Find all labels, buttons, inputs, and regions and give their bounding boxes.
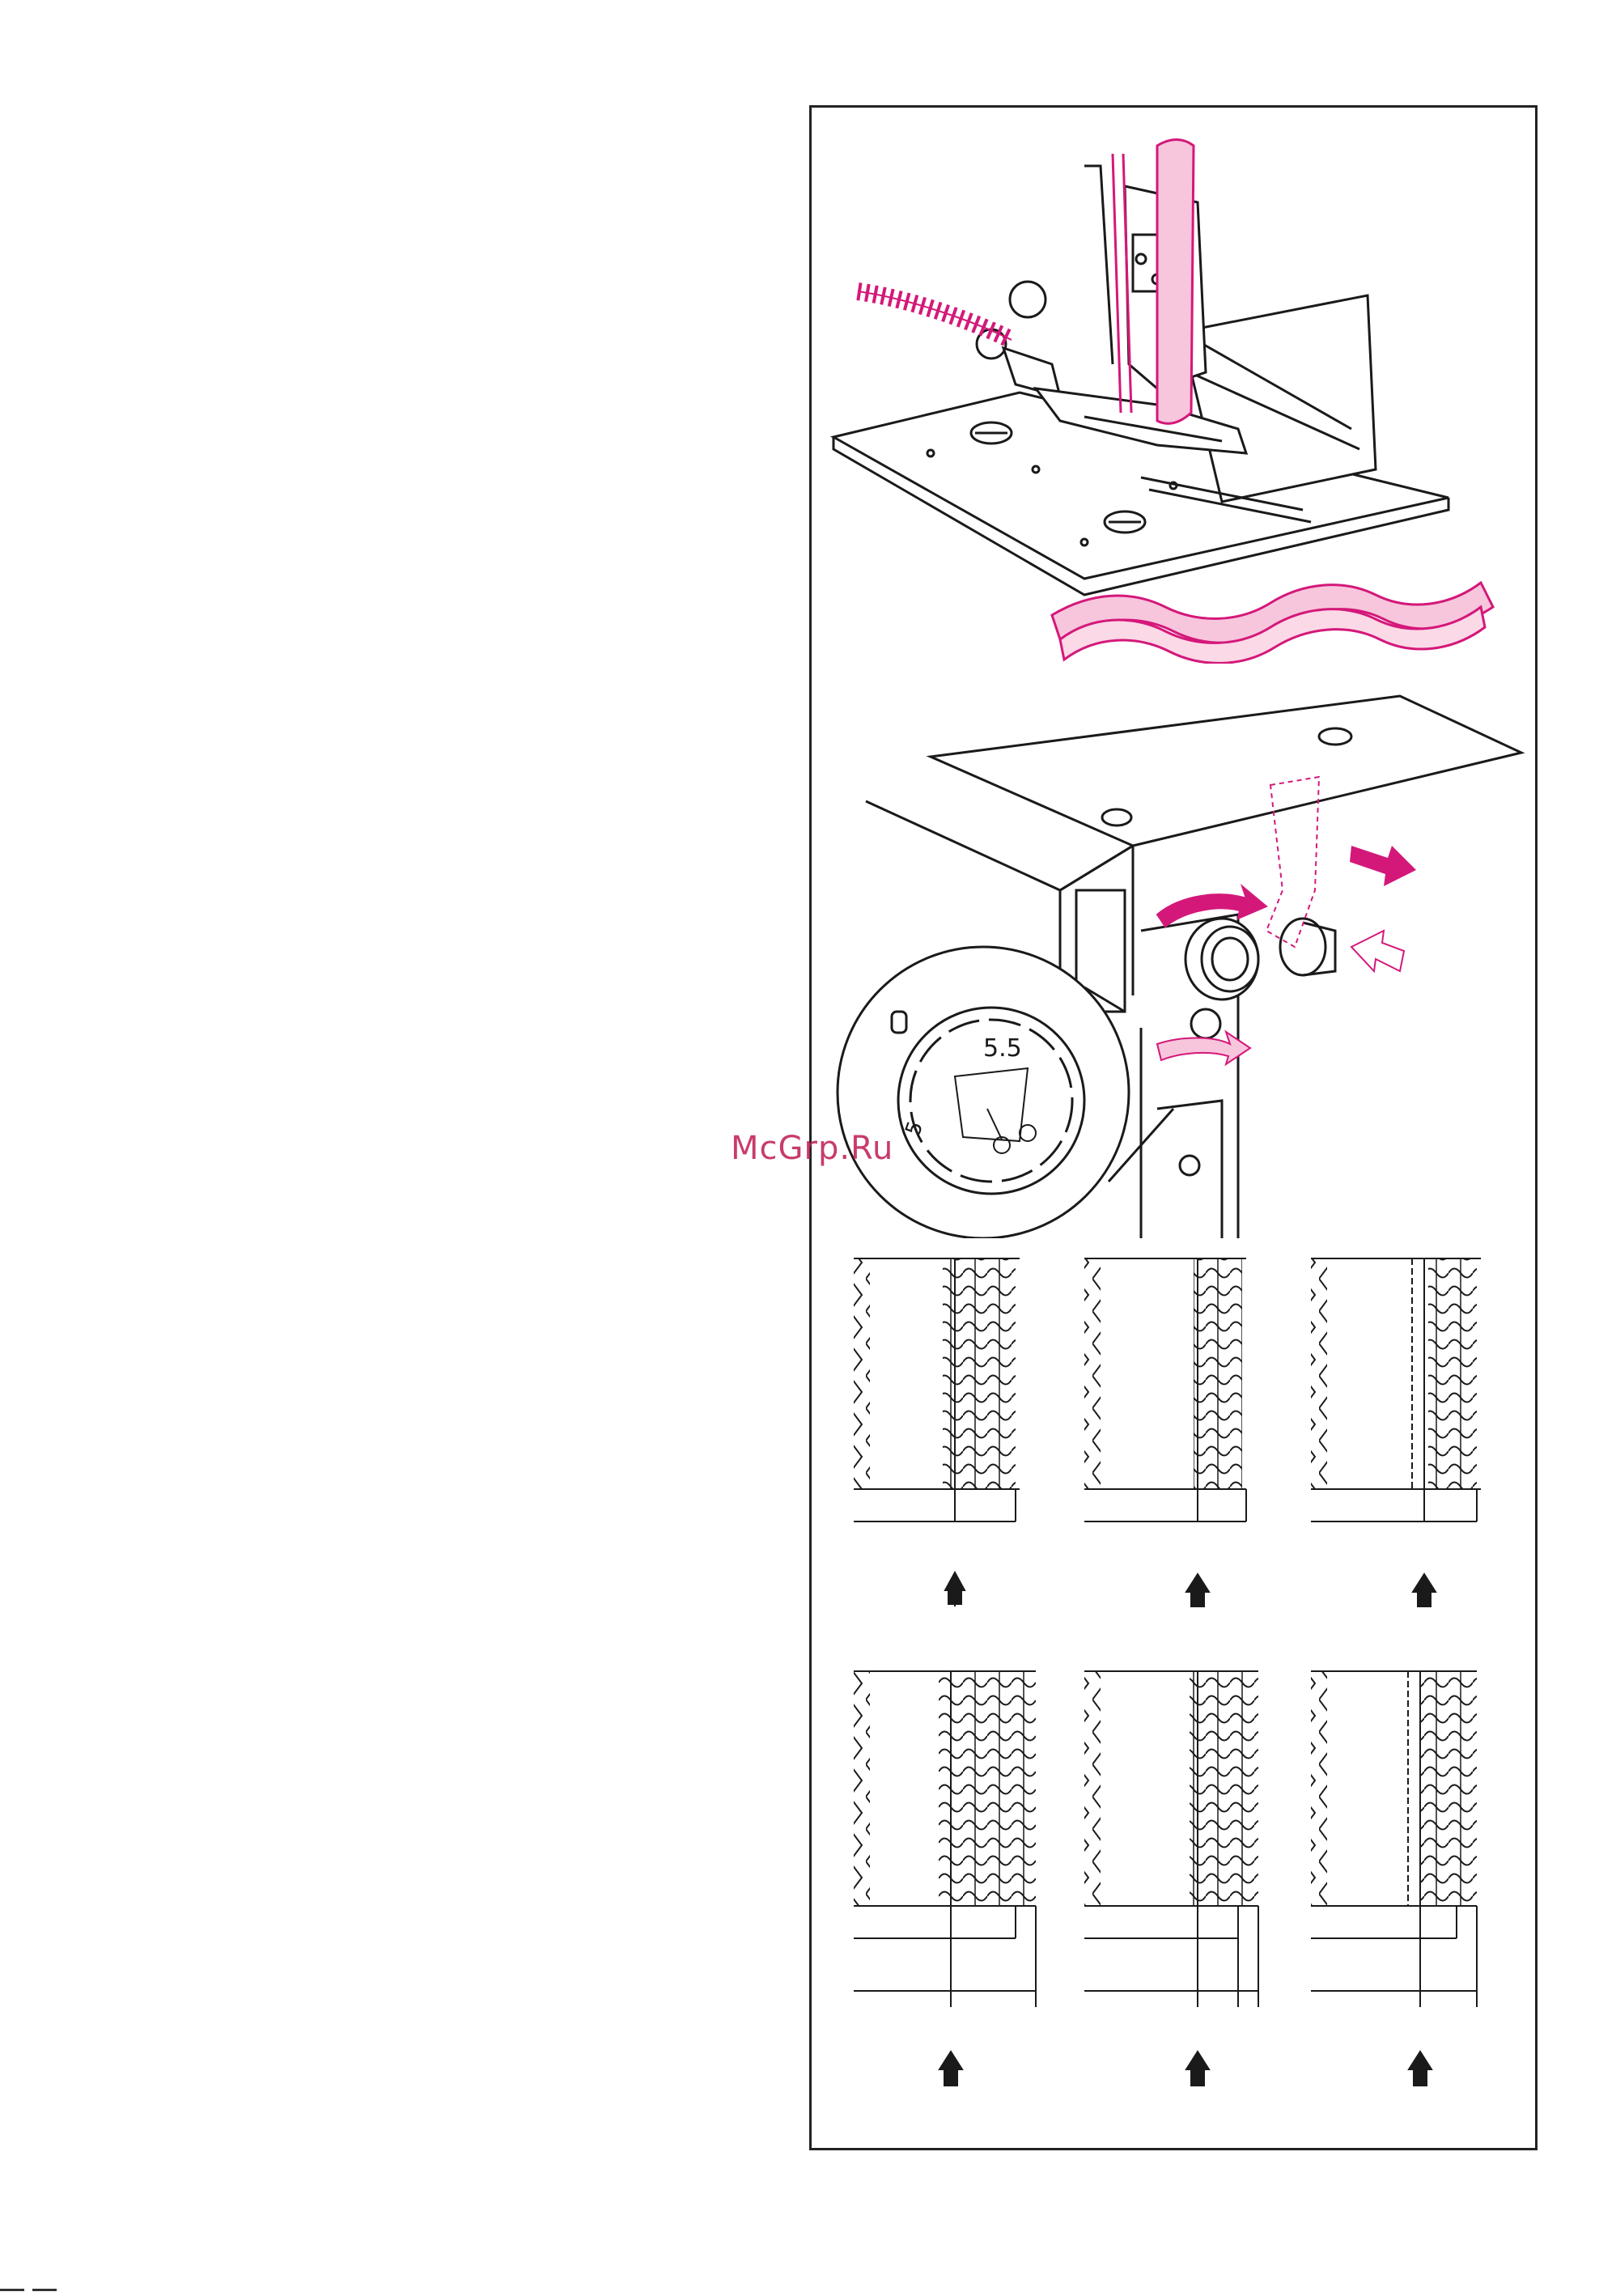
cutter-dial-illustration: 5.5 5 [817, 688, 1529, 1238]
watermark-text: McGrp.Ru [731, 1130, 893, 1167]
page-edge-mark [0, 2287, 65, 2292]
panel-6 [1311, 1671, 1477, 2086]
panel-2 [1084, 1258, 1246, 1606]
panel-3 [1311, 1258, 1481, 1606]
presser-foot-illustration [817, 129, 1529, 664]
panel-4 [854, 1671, 1036, 2086]
panel-1 [854, 1258, 1020, 1606]
dial-label-large: 5.5 [983, 1034, 1022, 1063]
stitch-width-diagrams [817, 1246, 1529, 2104]
panel-5 [1084, 1671, 1258, 2086]
